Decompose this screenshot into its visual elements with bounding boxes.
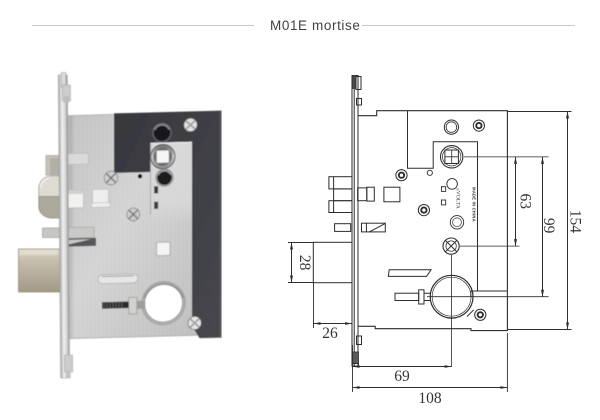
svg-text:154: 154 [566,210,583,234]
svg-text:M01E mortise: M01E mortise [270,18,360,33]
svg-text:108: 108 [418,390,442,407]
svg-text:99: 99 [540,218,557,234]
svg-text:63: 63 [516,193,533,209]
svg-text:26: 26 [322,325,338,342]
svg-text:eVOLTA: eVOLTA [454,188,460,208]
svg-text:69: 69 [394,368,410,385]
svg-text:MADE IN CHINA: MADE IN CHINA [471,187,476,222]
svg-text:28: 28 [296,255,313,271]
